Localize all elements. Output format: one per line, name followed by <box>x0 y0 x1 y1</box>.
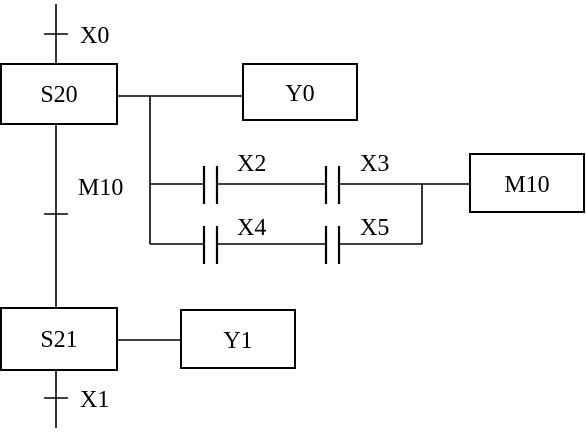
contact-x2-label: X2 <box>237 151 266 177</box>
step-s20-label: S20 <box>40 82 77 108</box>
contact-x5: X5 <box>324 215 389 264</box>
transition-x1-label: X1 <box>80 387 109 413</box>
step-s21: S21 <box>0 307 118 371</box>
step-s20: S20 <box>0 63 118 125</box>
transition-x0-label: X0 <box>80 23 109 49</box>
output-y1: Y1 <box>180 309 296 369</box>
contact-x4-label: X4 <box>237 215 266 241</box>
transition-m10-label: M10 <box>78 175 123 201</box>
contact-x5-label: X5 <box>360 215 389 241</box>
contact-x3-label: X3 <box>360 151 389 177</box>
output-y1-label: Y1 <box>223 328 252 354</box>
output-m10-label: M10 <box>504 172 549 198</box>
output-y0-label: Y0 <box>285 81 314 107</box>
output-y0: Y0 <box>242 63 358 121</box>
step-s20-box <box>0 63 118 125</box>
output-y1-box <box>180 309 296 369</box>
contact-x3: X3 <box>324 151 389 204</box>
output-y0-box <box>242 63 358 121</box>
contact-x4: X4 <box>202 215 266 264</box>
output-m10: M10 <box>469 153 585 213</box>
step-s21-label: S21 <box>40 327 77 353</box>
step-s21-box <box>0 307 118 371</box>
output-m10-box <box>469 153 585 213</box>
contact-x2: X2 <box>202 151 266 204</box>
